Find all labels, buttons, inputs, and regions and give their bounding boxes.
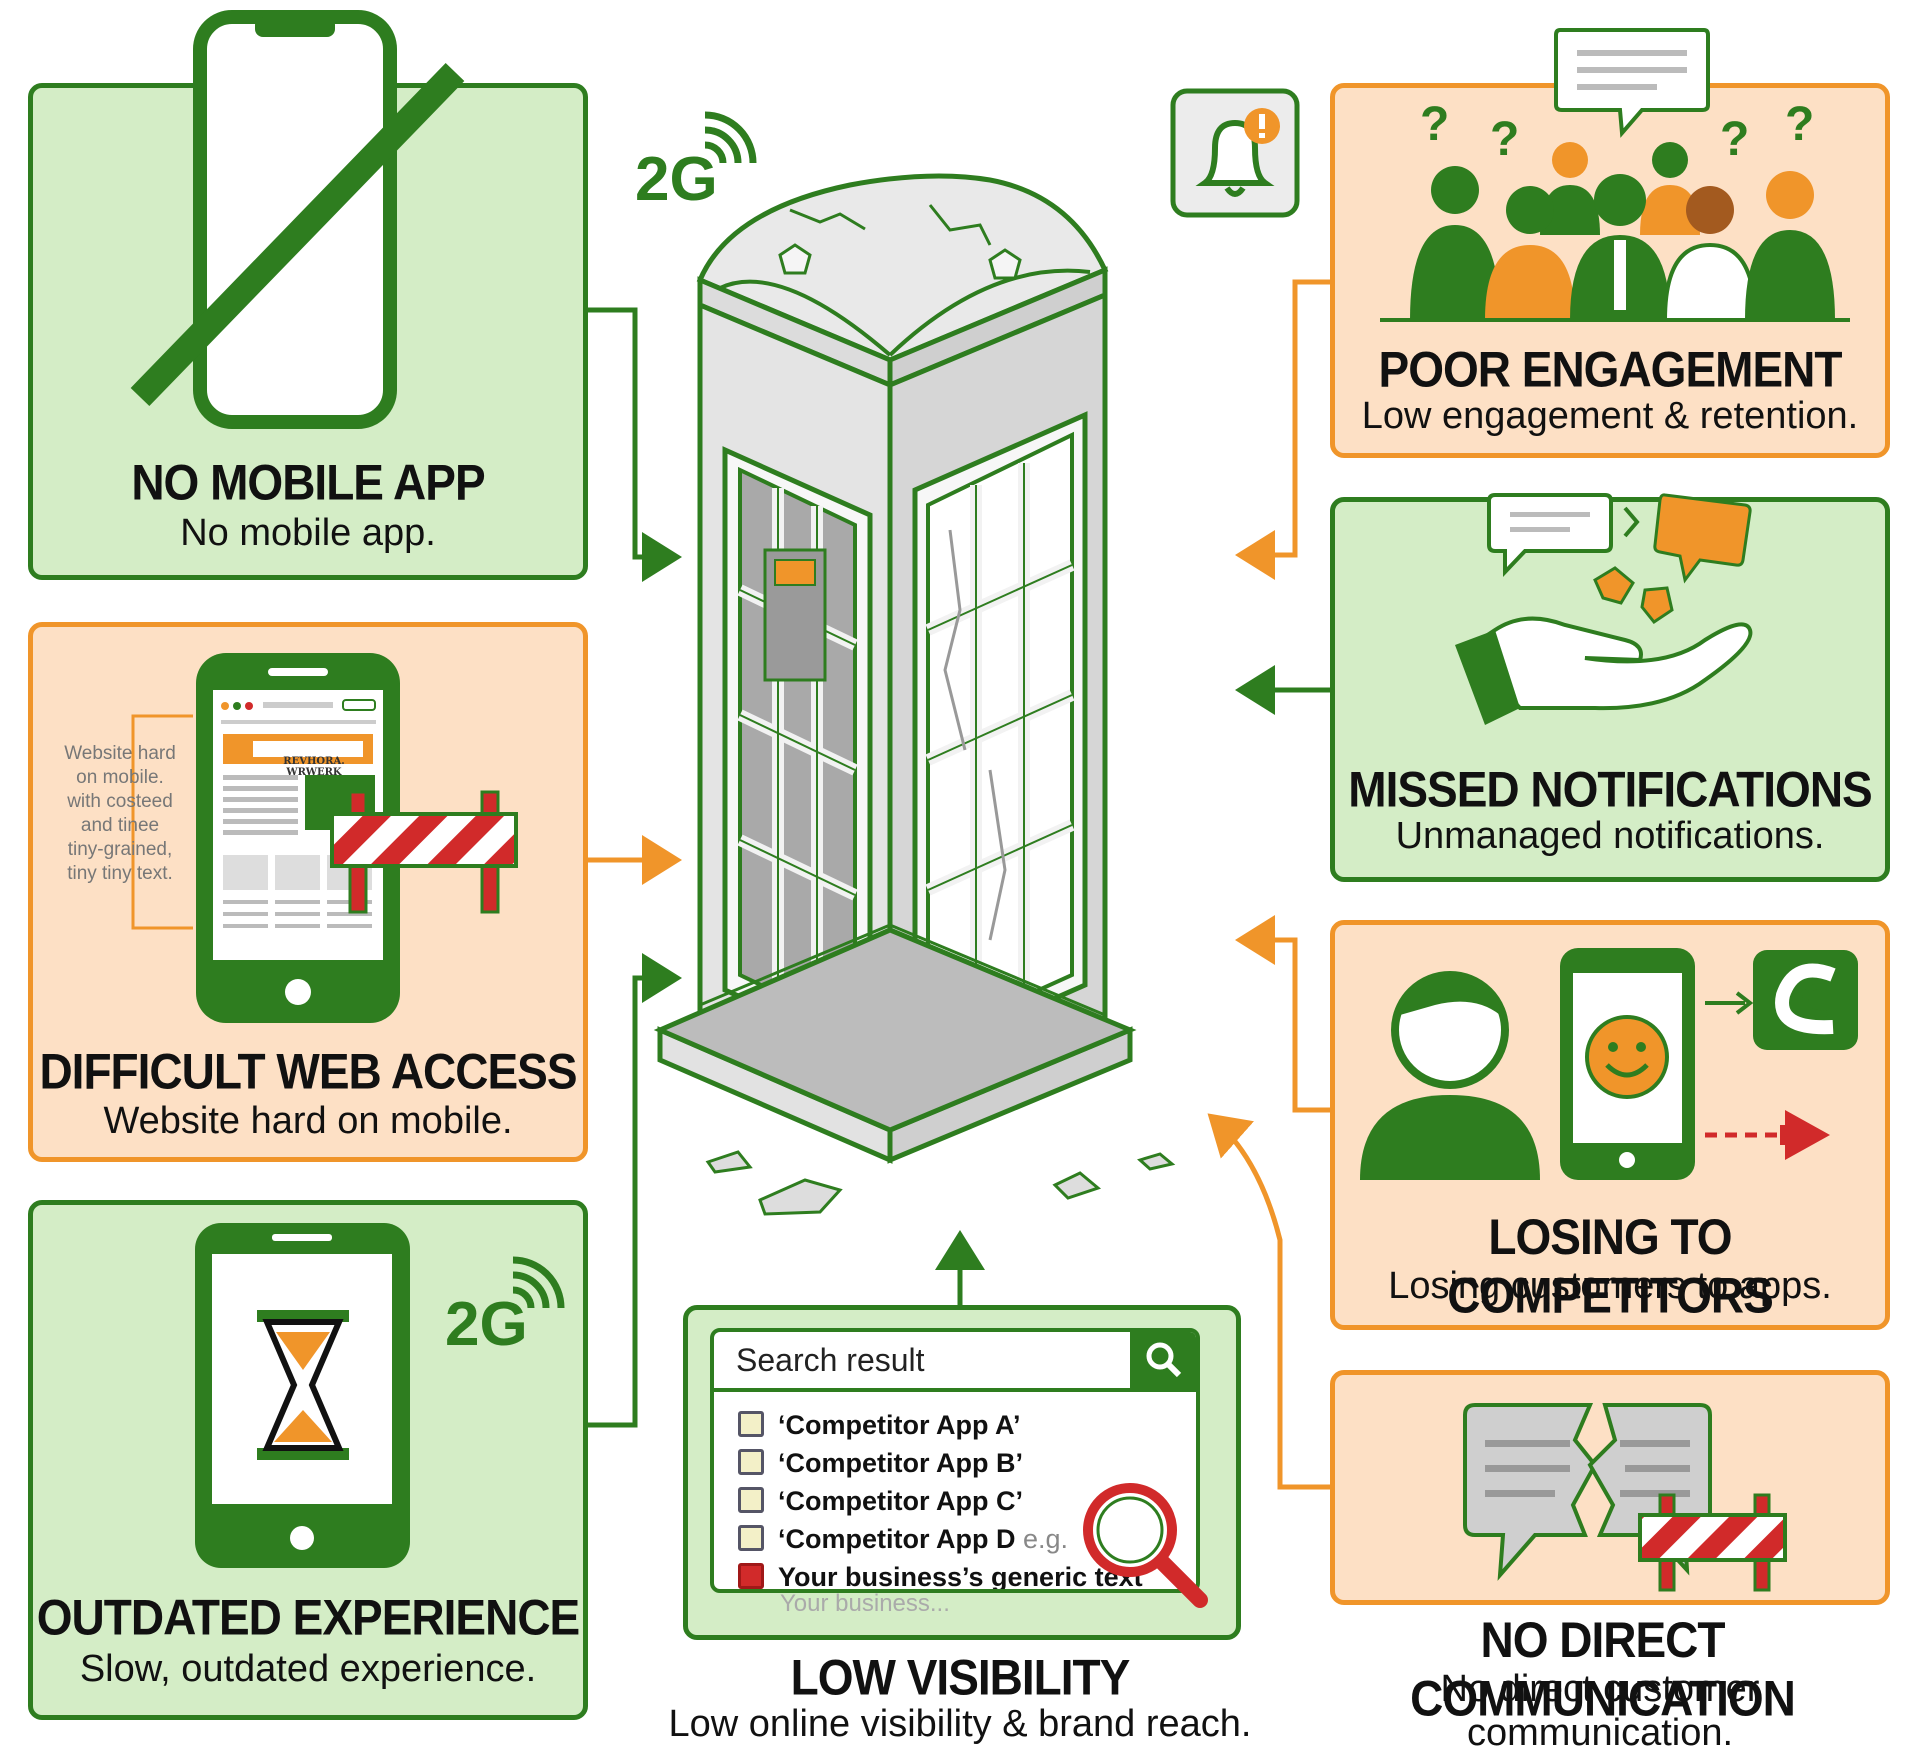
broken-conversation-icon: [1463, 1403, 1787, 1592]
panel-subtitle: Website hard on mobile.: [103, 1100, 513, 1142]
search-header: Search result: [714, 1332, 1196, 1392]
panel-subtitle: Losing customers to apps.: [1388, 1265, 1832, 1307]
panel-title: NO MOBILE APP: [131, 453, 485, 511]
bell-alert-icon: [1170, 88, 1300, 218]
arrow-poor-engagement: [1235, 279, 1330, 580]
panel-title: POOR ENGAGEMENT: [1378, 340, 1843, 398]
magnifying-glass-icon: [1083, 1483, 1208, 1608]
search-result-own-business: Your business’s generic text: [738, 1562, 1143, 1589]
checkbox[interactable]: [738, 1411, 764, 1437]
checkbox[interactable]: [738, 1487, 764, 1513]
svg-text:?: ?: [1490, 113, 1519, 166]
svg-text:?: ?: [1720, 113, 1749, 166]
search-result-item: ‘Competitor App D e.g.: [738, 1524, 1068, 1555]
center-signal-2g-icon: 2G: [635, 111, 757, 214]
panel-subtitle: Low engagement & retention.: [1361, 395, 1859, 437]
arrow-losing-competitors: [1235, 915, 1330, 1113]
dropping-messages-hand-icon: [1455, 493, 1753, 725]
faded-result: Your business...: [780, 1590, 950, 1617]
panel-subtitle: Unmanaged notifications.: [1395, 815, 1825, 857]
customer-leaving-icon: [1360, 948, 1858, 1180]
signal-2g-icon: 2G: [445, 1256, 565, 1359]
tiny-text-bracket: [131, 714, 193, 930]
broken-phone-booth-illustration: [653, 173, 1176, 1216]
search-result-item: ‘Competitor App A’: [738, 1410, 1021, 1441]
panel-subtitle: Low online visibility & brand reach.: [668, 1703, 1252, 1745]
search-label: Search result: [736, 1342, 925, 1378]
arrow-no-mobile-app: [588, 307, 682, 582]
search-icon: [1146, 1342, 1182, 1378]
panel-title: NO DIRECT COMMUNICATION: [1410, 1611, 1796, 1727]
search-result-item: ‘Competitor App C’: [738, 1486, 1023, 1517]
svg-text:2G: 2G: [445, 1290, 528, 1359]
svg-text:2G: 2G: [635, 145, 718, 214]
roadblock-barrier-icon: [330, 790, 518, 914]
checkbox-red[interactable]: [738, 1563, 764, 1589]
search-button[interactable]: [1130, 1332, 1196, 1388]
panel-subtitle-line2: communication.: [1466, 1712, 1734, 1754]
phone-hourglass-icon: [195, 1223, 410, 1568]
svg-text:?: ?: [1420, 98, 1449, 151]
panel-title: DIFFICULT WEB ACCESS: [39, 1042, 577, 1100]
banner-text: REVHORA. WRWERK: [283, 756, 345, 778]
arrow-no-direct-comm: [1207, 1113, 1330, 1490]
checkbox[interactable]: [738, 1525, 764, 1551]
panel-subtitle: No mobile app.: [180, 512, 436, 554]
panel-title: LOW VISIBILITY: [790, 1648, 1131, 1706]
panel-subtitle: Slow, outdated experience.: [79, 1648, 537, 1690]
crossed-phone-icon: [130, 10, 465, 429]
tiny-text-callout: Website hard on mobile. with costeed and…: [64, 743, 176, 884]
confused-crowd-icon: ? ? ? ?: [1380, 98, 1850, 322]
panel-subtitle-line1: No direct customer: [1440, 1668, 1760, 1710]
speech-bubble-icon: [1554, 28, 1710, 138]
panel-title: LOSING TO COMPETITORS: [1447, 1208, 1774, 1324]
search-result-item: ‘Competitor App B’: [738, 1448, 1023, 1479]
arrow-outdated: [588, 953, 682, 1428]
panel-title: OUTDATED EXPERIENCE: [36, 1588, 580, 1646]
checkbox[interactable]: [738, 1449, 764, 1475]
panel-title: MISSED NOTIFICATIONS: [1348, 760, 1873, 818]
svg-text:?: ?: [1785, 98, 1814, 151]
